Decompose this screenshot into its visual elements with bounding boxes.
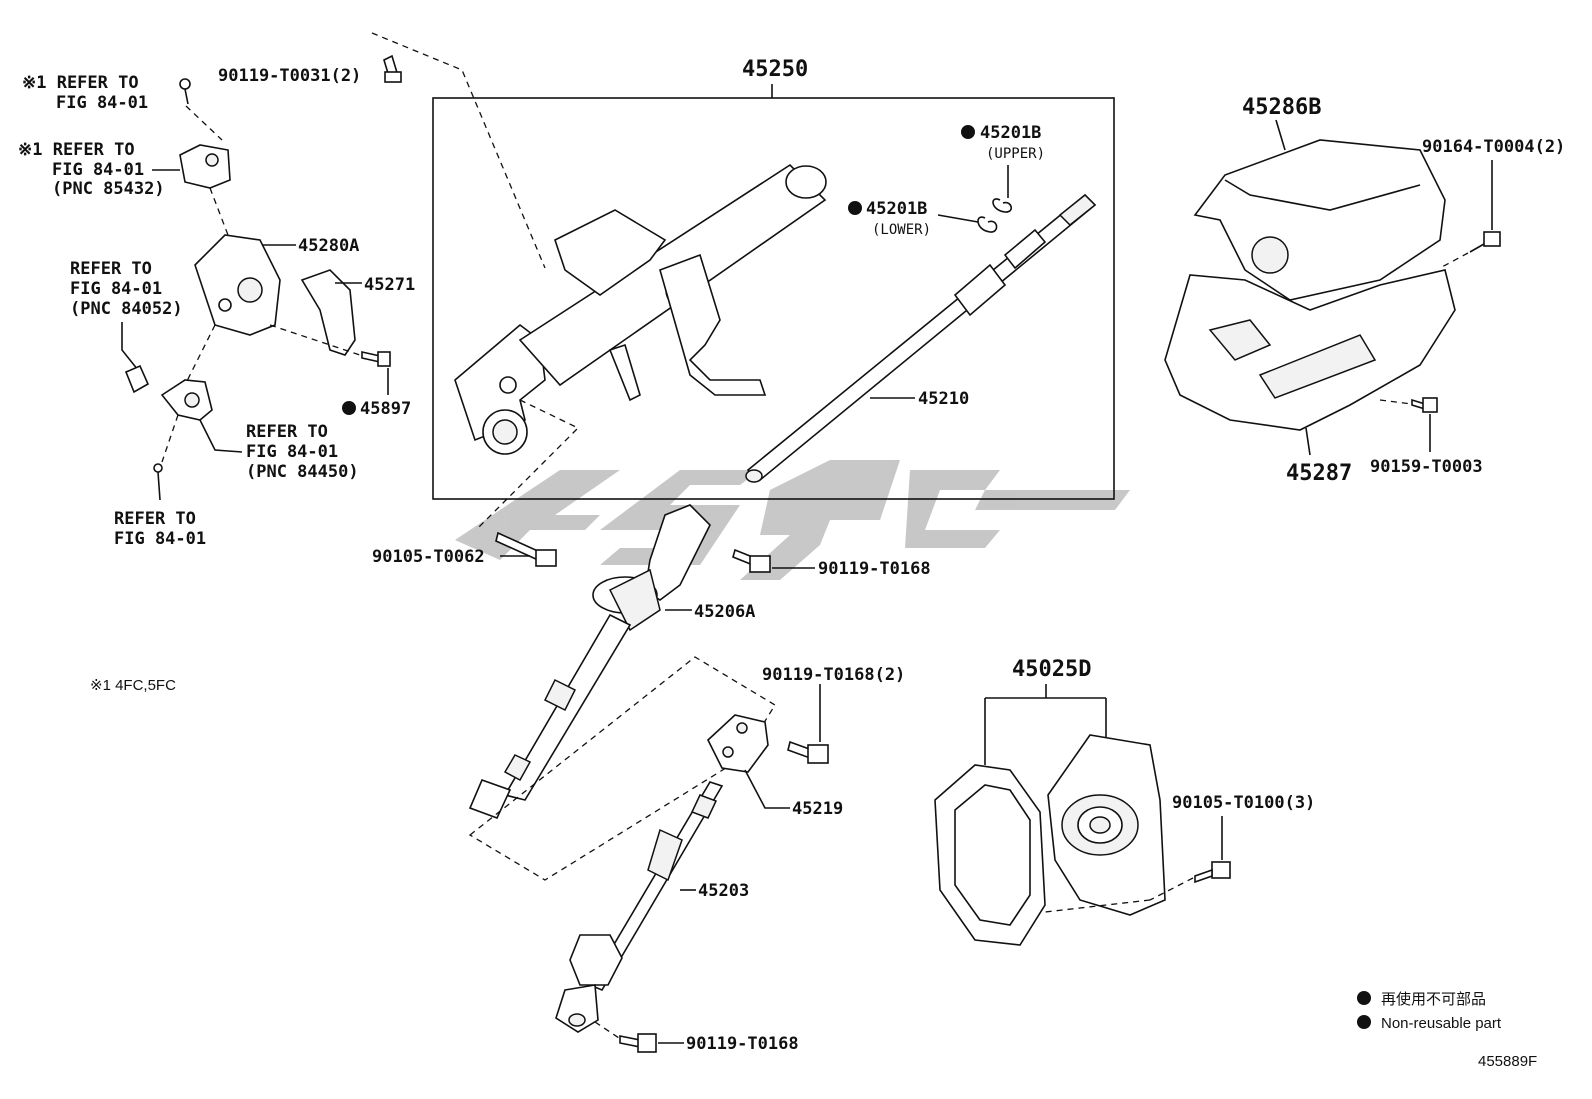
- yoke-45219: [707, 714, 769, 773]
- refer-note-5-line1: REFER TO: [114, 509, 196, 529]
- legend-dot-jp: [1357, 991, 1371, 1005]
- bolt-90119-t0168-b: [619, 1033, 657, 1053]
- refer-note-2-line1: ※1 REFER TO: [18, 140, 135, 160]
- callout-45219: 45219: [792, 799, 843, 819]
- shaft-45203: [555, 781, 724, 1033]
- column-cover-upper-45286b: [1193, 139, 1446, 301]
- callout-90119-t0168-b: 90119-T0168: [686, 1034, 799, 1054]
- non-reusable-dot-45897: [342, 401, 356, 415]
- callout-45286b: 45286B: [1242, 95, 1321, 120]
- callout-90159-t0003: 90159-T0003: [1370, 457, 1483, 477]
- screw-90164-t0004: [1469, 231, 1501, 253]
- refer-note-3-line1: REFER TO: [70, 259, 152, 279]
- boot-seal-45025d: [934, 734, 1166, 946]
- callout-90119-t0168-2: 90119-T0168(2): [762, 665, 905, 685]
- sensor-pnc-84450: [160, 379, 213, 421]
- callout-90119-t0031: 90119-T0031(2): [218, 66, 361, 86]
- callout-45271: 45271: [364, 275, 415, 295]
- intermediate-shaft-45206a: [468, 504, 711, 820]
- refer-note-1-line2: FIG 84-01: [56, 93, 148, 113]
- callout-90105-t0100: 90105-T0100(3): [1172, 793, 1315, 813]
- non-reusable-dot-45201b-upper: [961, 125, 975, 139]
- callout-90119-t0168-a: 90119-T0168: [818, 559, 931, 579]
- bolt-90105-t0062: [495, 531, 557, 567]
- legend-text-jp: 再使用不可部品: [1381, 991, 1486, 1008]
- refer-note-3-line3: (PNC 84052): [70, 299, 183, 319]
- callout-45210: 45210: [918, 389, 969, 409]
- cover-45271: [300, 269, 356, 356]
- clip-45201b-parts: [977, 198, 1012, 233]
- sensor-pnc-85432: [179, 144, 231, 189]
- callout-90105-t0062: 90105-T0062: [372, 547, 485, 567]
- callout-45280a: 45280A: [298, 236, 359, 256]
- callout-45201b-upper: 45201B: [980, 123, 1041, 143]
- switch-body-45280a: [194, 234, 281, 336]
- column-cover-lower-45287: [1164, 269, 1456, 431]
- refer-note-4-line1: REFER TO: [246, 422, 328, 442]
- shaft-45210-part: [745, 193, 1097, 483]
- legend-dot-en: [1357, 1015, 1371, 1029]
- bolt-90119-t0031: [383, 54, 402, 83]
- leader-90119-t0031: [371, 32, 546, 269]
- footnote-model-codes: ※1 4FC,5FC: [90, 677, 176, 694]
- refer-note-1-line1: ※1 REFER TO: [22, 73, 139, 93]
- screw-small-bottom: [153, 463, 163, 501]
- non-reusable-dot-45201b-lower: [848, 201, 862, 215]
- callout-45250: 45250: [742, 57, 808, 82]
- callout-45201b-lower: 45201B: [866, 199, 927, 219]
- callout-45203: 45203: [698, 881, 749, 901]
- label-upper: (UPPER): [986, 146, 1045, 162]
- refer-note-4-line2: FIG 84-01: [246, 442, 338, 462]
- refer-note-3-line2: FIG 84-01: [70, 279, 162, 299]
- screw-45897: [361, 351, 391, 367]
- bolt-90119-t0168-2: [787, 740, 829, 764]
- refer-note-4-line3: (PNC 84450): [246, 462, 359, 482]
- bolt-90119-t0168-a: [732, 548, 771, 573]
- legend-text-en: Non-reusable part: [1381, 1015, 1502, 1032]
- leader-90105-t0062: [477, 399, 580, 529]
- refer-note-2-line2: FIG 84-01: [52, 160, 144, 180]
- assembly-45250-box: [432, 84, 1115, 500]
- label-lower: (LOWER): [872, 222, 931, 238]
- refer-note-5-line2: FIG 84-01: [114, 529, 206, 549]
- refer-note-2-line3: (PNC 85432): [52, 179, 165, 199]
- steering-column-part: [454, 163, 827, 455]
- connector-pnc-84052: [124, 364, 150, 394]
- callout-45897: 45897: [360, 399, 411, 419]
- screw-small-top: [179, 78, 191, 105]
- bolt-90105-t0100: [1194, 861, 1231, 884]
- callout-45206a: 45206A: [694, 602, 755, 622]
- callout-90164-t0004: 90164-T0004(2): [1422, 137, 1565, 157]
- callout-45287: 45287: [1286, 461, 1352, 486]
- screw-90159-t0003: [1411, 397, 1438, 413]
- callout-45025d: 45025D: [1012, 657, 1091, 682]
- figure-id: 455889F: [1478, 1053, 1537, 1070]
